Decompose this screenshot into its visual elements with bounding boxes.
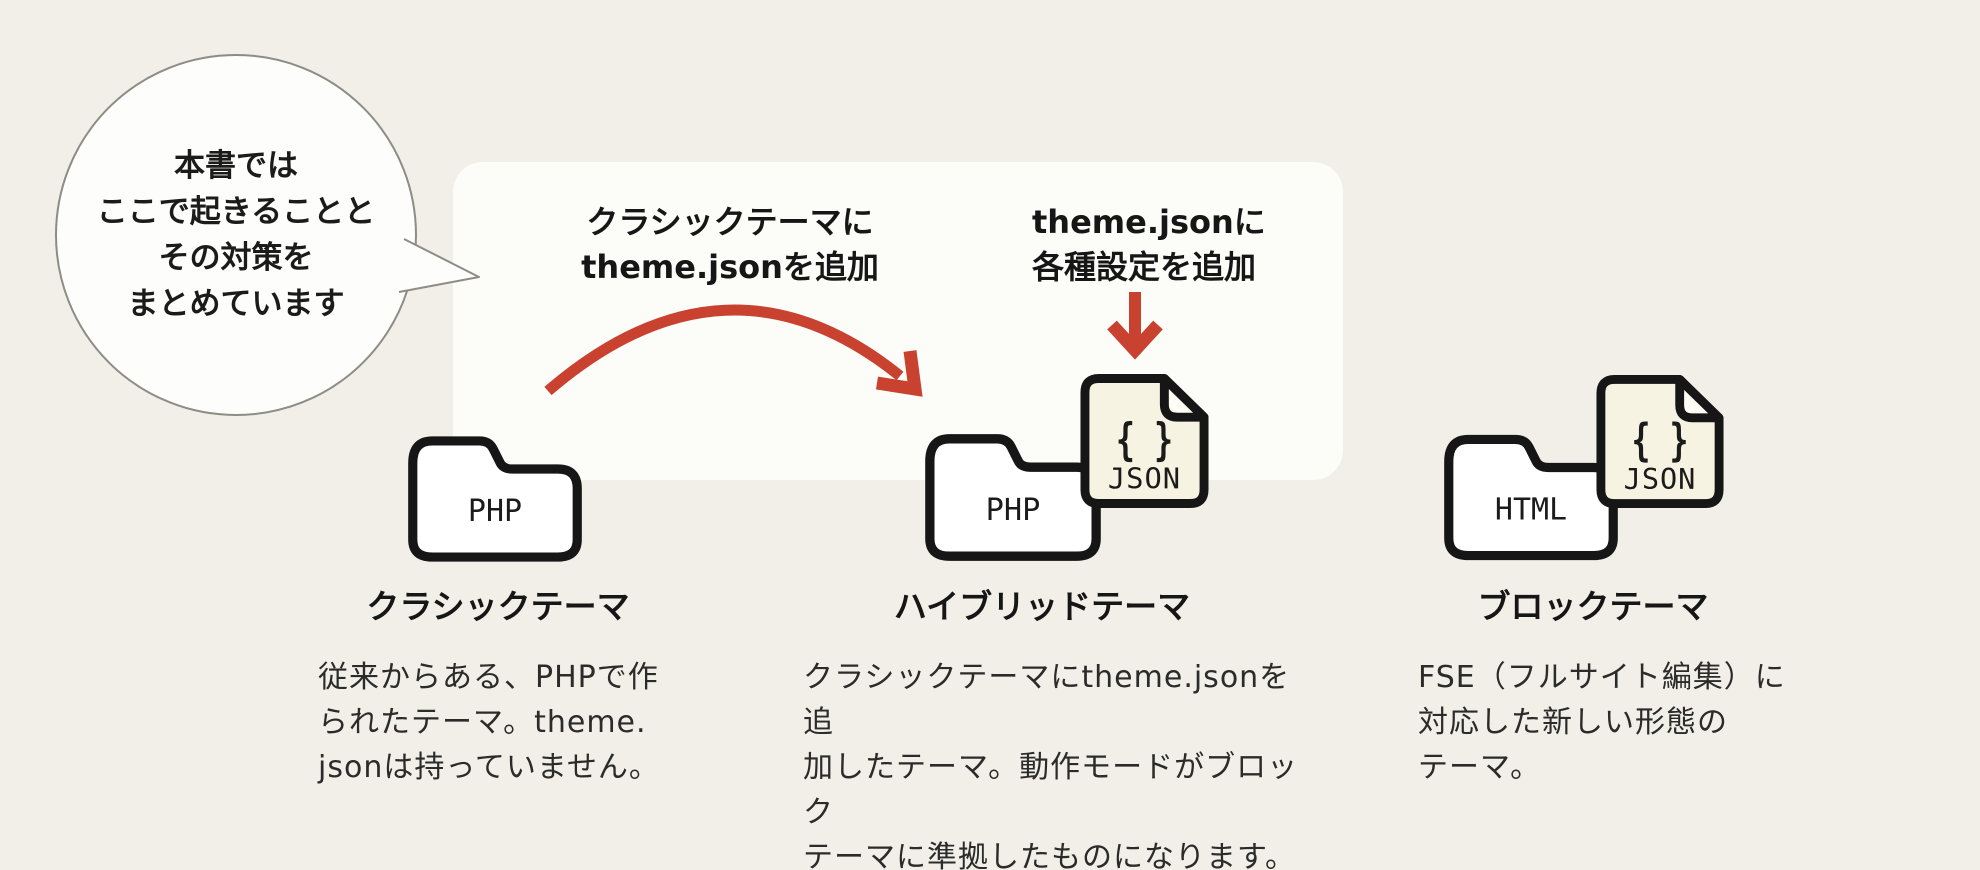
description-line: 従来からある、PHPで作 xyxy=(318,660,659,695)
speech-bubble-tail xyxy=(398,238,480,293)
theme-title-hybrid: ハイブリッドテーマ xyxy=(893,587,1191,626)
theme-description-classic: 従来からある、PHPで作 られたテーマ。theme. jsonは持っていません。 xyxy=(318,655,708,790)
description-line: られたテーマ。theme. xyxy=(318,705,647,740)
braces-glyph: { } xyxy=(1116,415,1173,467)
speech-bubble-line: ここで起きることと xyxy=(96,194,376,230)
label-line: theme.jsonを追加 xyxy=(581,248,879,286)
json-file-icon: { } JSON xyxy=(1080,374,1209,508)
json-file-label: JSON xyxy=(1624,462,1697,496)
json-settings-label: theme.jsonに 各種設定を追加 xyxy=(1032,200,1266,290)
folder-icon: HTML xyxy=(1444,434,1618,561)
speech-bubble-line: まとめています xyxy=(127,286,345,322)
folder-icon: PHP xyxy=(408,436,582,562)
theme-title-classic: クラシックテーマ xyxy=(366,587,630,626)
theme-description-hybrid: クラシックテーマにtheme.jsonを追 加したテーマ。動作モードがブロック … xyxy=(803,655,1303,870)
json-file-label: JSON xyxy=(1108,462,1181,496)
description-line: テーマに準拠したものになります。 xyxy=(803,840,1296,870)
speech-bubble-text: 本書では ここで起きることと その対策を まとめています xyxy=(36,143,436,327)
speech-bubble xyxy=(55,54,480,416)
folder-label: HTML xyxy=(1495,493,1567,528)
description-line: 対応した新しい形態の xyxy=(1418,705,1728,740)
folder-label: PHP xyxy=(468,494,522,529)
label-line: 各種設定を追加 xyxy=(1032,248,1257,286)
label-line: クラシックテーマに xyxy=(586,203,874,241)
description-line: FSE（フルサイト編集）に xyxy=(1418,660,1786,695)
description-line: テーマ。 xyxy=(1418,750,1542,785)
theme-description-block: FSE（フルサイト編集）に 対応した新しい形態の テーマ。 xyxy=(1418,655,1828,790)
speech-bubble-line: その対策を xyxy=(158,240,314,276)
folder-label: PHP xyxy=(986,493,1041,528)
json-file-icon: { } JSON xyxy=(1596,375,1724,508)
speech-bubble-line: 本書では xyxy=(174,148,298,184)
classic-to-hybrid-label: クラシックテーマに theme.jsonを追加 xyxy=(578,200,882,290)
braces-glyph: { } xyxy=(1632,415,1689,467)
label-line: theme.jsonに xyxy=(1032,203,1266,241)
description-line: jsonは持っていません。 xyxy=(318,750,660,785)
description-line: クラシックテーマにtheme.jsonを追 xyxy=(803,660,1291,740)
folder-icon: PHP xyxy=(925,434,1101,561)
speech-bubble-circle xyxy=(55,54,417,416)
theme-title-block: ブロックテーマ xyxy=(1477,587,1709,626)
description-line: 加したテーマ。動作モードがブロック xyxy=(803,750,1299,830)
